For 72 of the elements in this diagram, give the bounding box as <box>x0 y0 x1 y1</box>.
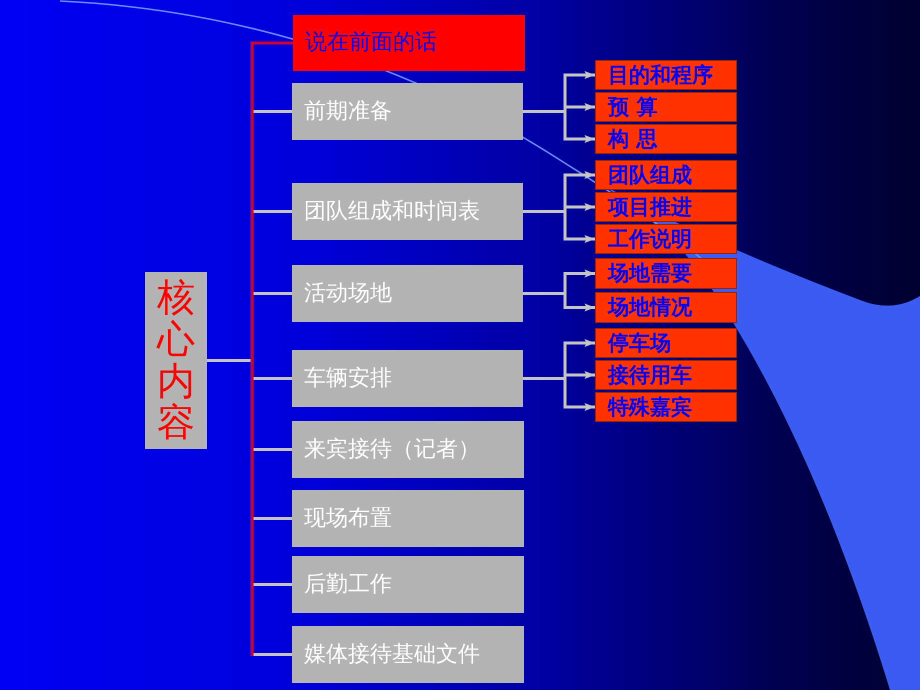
connector-line <box>254 110 292 113</box>
section-box <box>292 421 524 478</box>
arrow <box>566 203 595 211</box>
subtopic-box <box>595 60 737 90</box>
section-box <box>292 265 523 322</box>
connector-line <box>254 448 292 451</box>
section-label: 媒体接待基础文件 <box>304 642 480 668</box>
subtopic-label: 特殊嘉宾 <box>608 394 692 420</box>
topic-box <box>145 272 207 449</box>
subtopic-label: 停车场 <box>608 330 671 356</box>
section-box <box>292 183 523 240</box>
connector-line <box>564 272 566 309</box>
arrow <box>566 403 595 411</box>
arrow <box>566 235 595 243</box>
arrow <box>566 171 595 179</box>
connector-line <box>254 210 292 213</box>
subtopic-label: 工作说明 <box>608 226 692 252</box>
section-label: 前期准备 <box>304 98 392 124</box>
subtopic-box <box>595 258 737 289</box>
subtopic-label: 项目推进 <box>608 194 692 220</box>
subtopic-box <box>595 392 737 422</box>
section-label: 说在前面的话 <box>305 30 437 56</box>
subtopic-label: 场地需要 <box>608 261 692 286</box>
arrow <box>566 339 595 347</box>
arrow <box>566 71 595 79</box>
connector-line <box>564 74 566 140</box>
section-label: 车辆安排 <box>304 366 392 392</box>
section-box <box>293 15 525 71</box>
section-box <box>292 350 523 407</box>
arrow <box>566 103 595 111</box>
subtopic-box <box>595 160 737 190</box>
connector-line <box>523 377 564 380</box>
subtopic-label: 构 思 <box>608 126 658 152</box>
connector-line <box>254 377 292 380</box>
connector-line <box>523 210 564 213</box>
connector-line <box>523 110 564 113</box>
section-box <box>292 490 524 547</box>
arrow <box>566 304 595 312</box>
subtopic-box <box>595 224 737 254</box>
connector-line <box>250 42 254 656</box>
section-label: 来宾接待（记者） <box>304 436 480 462</box>
subtopic-label: 目的和程序 <box>608 62 713 88</box>
section-label: 团队组成和时间表 <box>304 198 480 224</box>
connector-line <box>254 583 292 586</box>
subtopic-box <box>595 292 737 323</box>
topic-label: 核心内容 <box>157 276 195 444</box>
connector-line <box>254 292 292 295</box>
connector-line <box>254 653 292 656</box>
subtopic-label: 预 算 <box>608 94 658 120</box>
connector-line <box>523 292 564 295</box>
section-label: 活动场地 <box>304 280 392 306</box>
subtopic-box <box>595 328 737 358</box>
subtopic-label: 接待用车 <box>608 362 692 388</box>
arrow <box>566 270 595 278</box>
section-box <box>292 83 523 140</box>
connector-line <box>207 359 250 362</box>
subtopic-box <box>595 124 737 154</box>
subtopic-box <box>595 360 737 390</box>
subtopic-box <box>595 92 737 122</box>
connector-line <box>254 42 293 44</box>
connector-line <box>254 517 292 520</box>
connector-line <box>564 174 566 240</box>
section-box <box>292 556 524 613</box>
section-box <box>292 626 524 683</box>
arrow <box>566 135 595 143</box>
connector-line <box>564 342 566 408</box>
section-label: 后勤工作 <box>304 572 392 598</box>
section-label: 现场布置 <box>304 506 392 532</box>
arrow <box>566 371 595 379</box>
subtopic-label: 团队组成 <box>608 162 692 188</box>
subtopic-box <box>595 192 737 222</box>
subtopic-label: 场地情况 <box>608 295 692 320</box>
